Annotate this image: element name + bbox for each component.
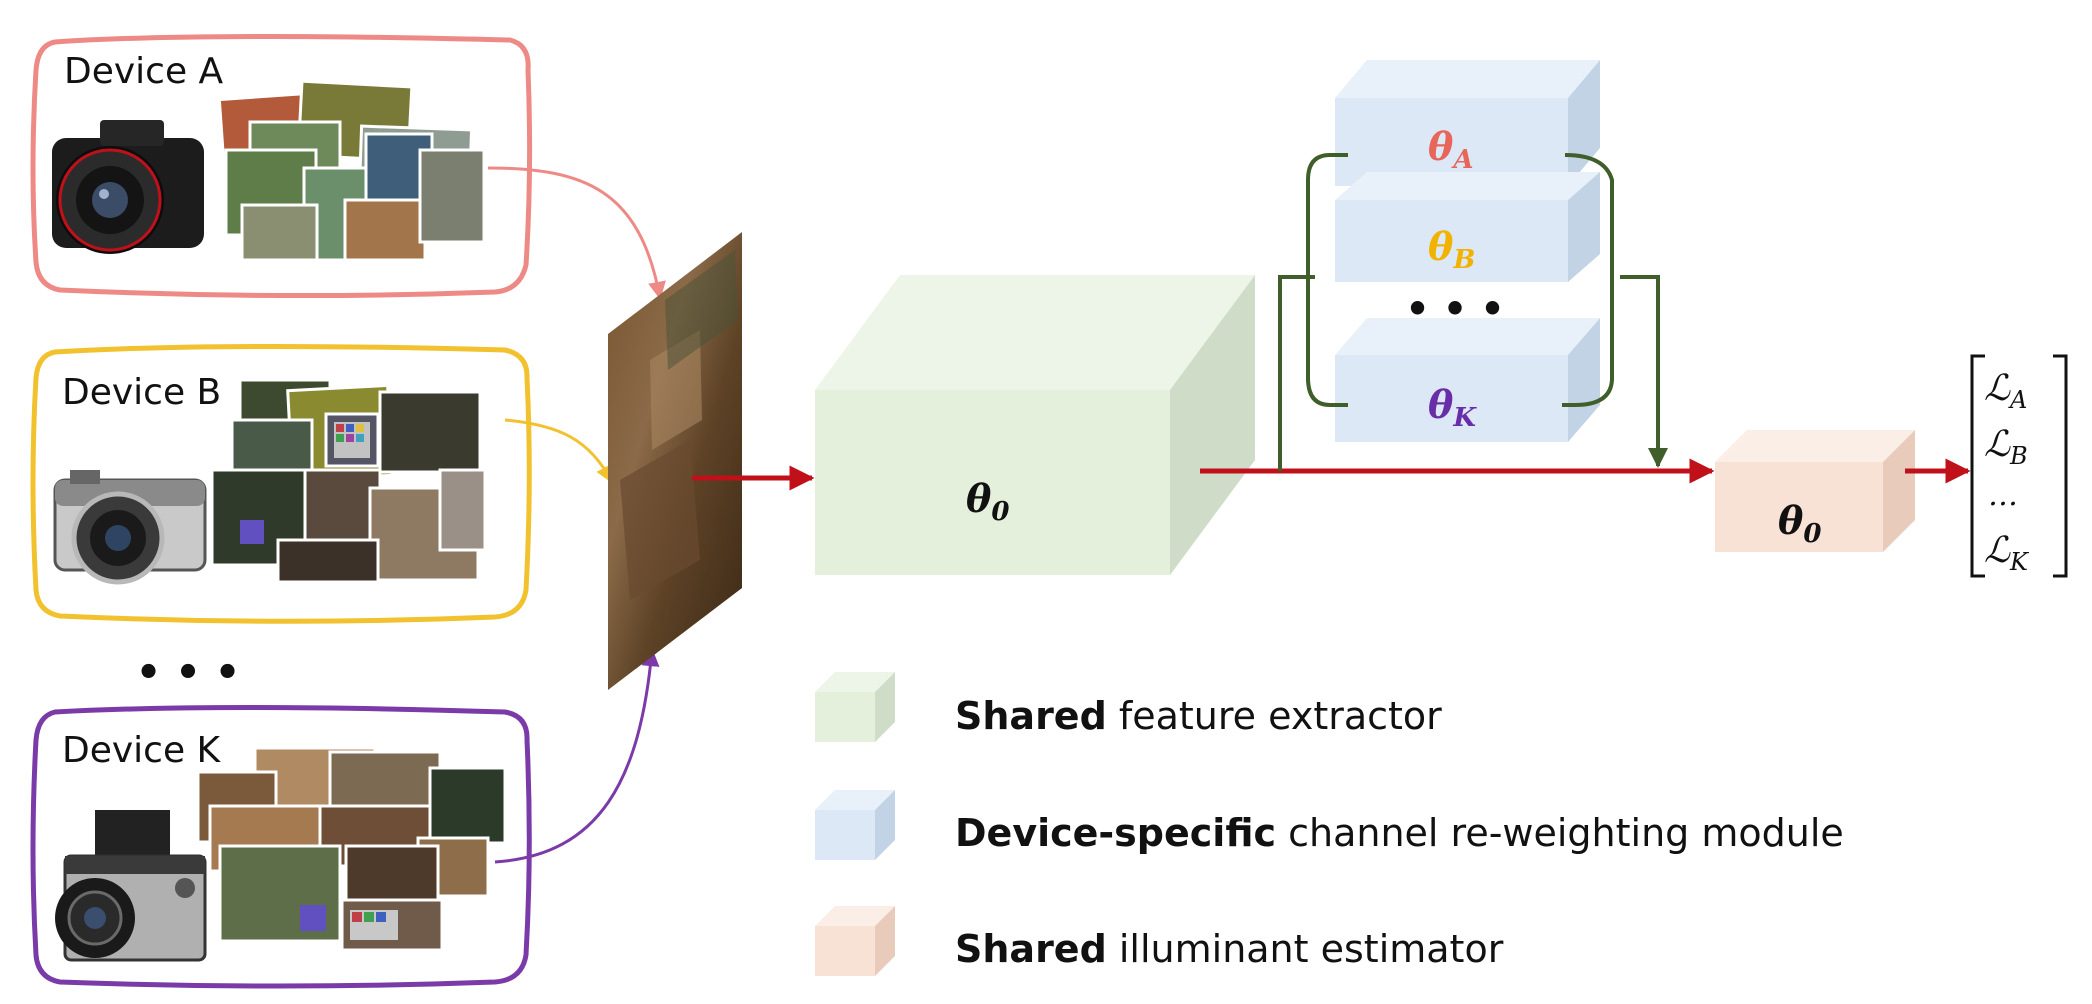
module-a-theta: θA <box>1428 124 1474 175</box>
devices-ellipsis: • • • <box>136 650 241 696</box>
photo-stack-a <box>217 79 486 262</box>
loss-a: ℒA <box>1984 368 2027 414</box>
device-k-arrow <box>494 648 660 864</box>
photo-stack-k <box>196 746 507 952</box>
loss-left-bracket <box>1970 354 1985 578</box>
dslr-camera-icon <box>52 120 204 254</box>
loss-b: ℒB <box>1984 424 2028 470</box>
legend: Shared feature extractor Device-specific… <box>815 672 1844 976</box>
device-k-frame <box>30 705 532 989</box>
device-a-label: Device A <box>64 51 224 92</box>
branch-connectors <box>1278 153 1668 471</box>
legend-extractor-text: feature extractor <box>1107 694 1442 738</box>
illuminant-estimator-block: θ0 <box>1715 430 1915 552</box>
legend-extractor-bold: Shared <box>955 694 1107 738</box>
device-b-frame <box>30 343 532 624</box>
svg-text:Shared feature extractor: Shared feature extractor <box>955 694 1442 738</box>
device-b-group: Device B <box>30 343 532 624</box>
feature-extractor-block: θ0 <box>815 275 1255 575</box>
modules-ellipsis: • • • <box>1405 287 1504 331</box>
estimator-theta: θ0 <box>1778 498 1821 549</box>
module-k-theta: θK <box>1428 382 1477 433</box>
loss-vector: ℒA ℒB … ℒK <box>1970 354 2068 578</box>
svg-text:Shared illuminant estimator: Shared illuminant estimator <box>955 927 1504 971</box>
legend-item-estimator: Shared illuminant estimator <box>815 906 1504 976</box>
legend-estimator-text: illuminant estimator <box>1107 927 1504 971</box>
device-a-group: Device A <box>30 33 533 299</box>
device-module-stack: θA θB • • • θK <box>1335 60 1600 442</box>
device-a-frame <box>30 33 533 299</box>
branch-split-line <box>1278 275 1315 471</box>
branch-left-bracket <box>1306 153 1348 407</box>
input-image <box>608 232 742 690</box>
branch-merge-line <box>1620 275 1668 468</box>
legend-module-text: channel re-weighting module <box>1276 811 1844 855</box>
device-b-label: Device B <box>62 372 221 413</box>
module-k <box>1335 318 1600 442</box>
legend-swatch-module <box>815 810 875 860</box>
extractor-theta: θ0 <box>966 476 1009 527</box>
legend-estimator-bold: Shared <box>955 927 1107 971</box>
loss-ellipsis: … <box>1988 478 2018 513</box>
legend-swatch-estimator <box>815 926 875 976</box>
mirrorless-camera-icon <box>53 470 207 585</box>
module-b <box>1335 172 1600 282</box>
loss-right-bracket <box>2053 354 2068 578</box>
loss-k: ℒK <box>1984 530 2030 576</box>
device-k-label: Device K <box>62 730 222 771</box>
photo-stack-b <box>210 378 487 584</box>
legend-item-module: Device-specific channel re-weighting mod… <box>815 790 1844 860</box>
branch-right-bracket <box>1562 153 1614 407</box>
device-k-group: Device K <box>30 705 532 989</box>
device-b-arrow <box>504 418 614 484</box>
device-a-arrow <box>487 166 666 300</box>
legend-item-extractor: Shared feature extractor <box>815 672 1442 742</box>
medium-format-camera-icon <box>55 810 207 962</box>
legend-module-bold: Device-specific <box>955 811 1276 855</box>
module-b-theta: θB <box>1428 224 1475 275</box>
legend-swatch-extractor <box>815 692 875 742</box>
svg-text:Device-specific channel re-wei: Device-specific channel re-weighting mod… <box>955 811 1844 855</box>
